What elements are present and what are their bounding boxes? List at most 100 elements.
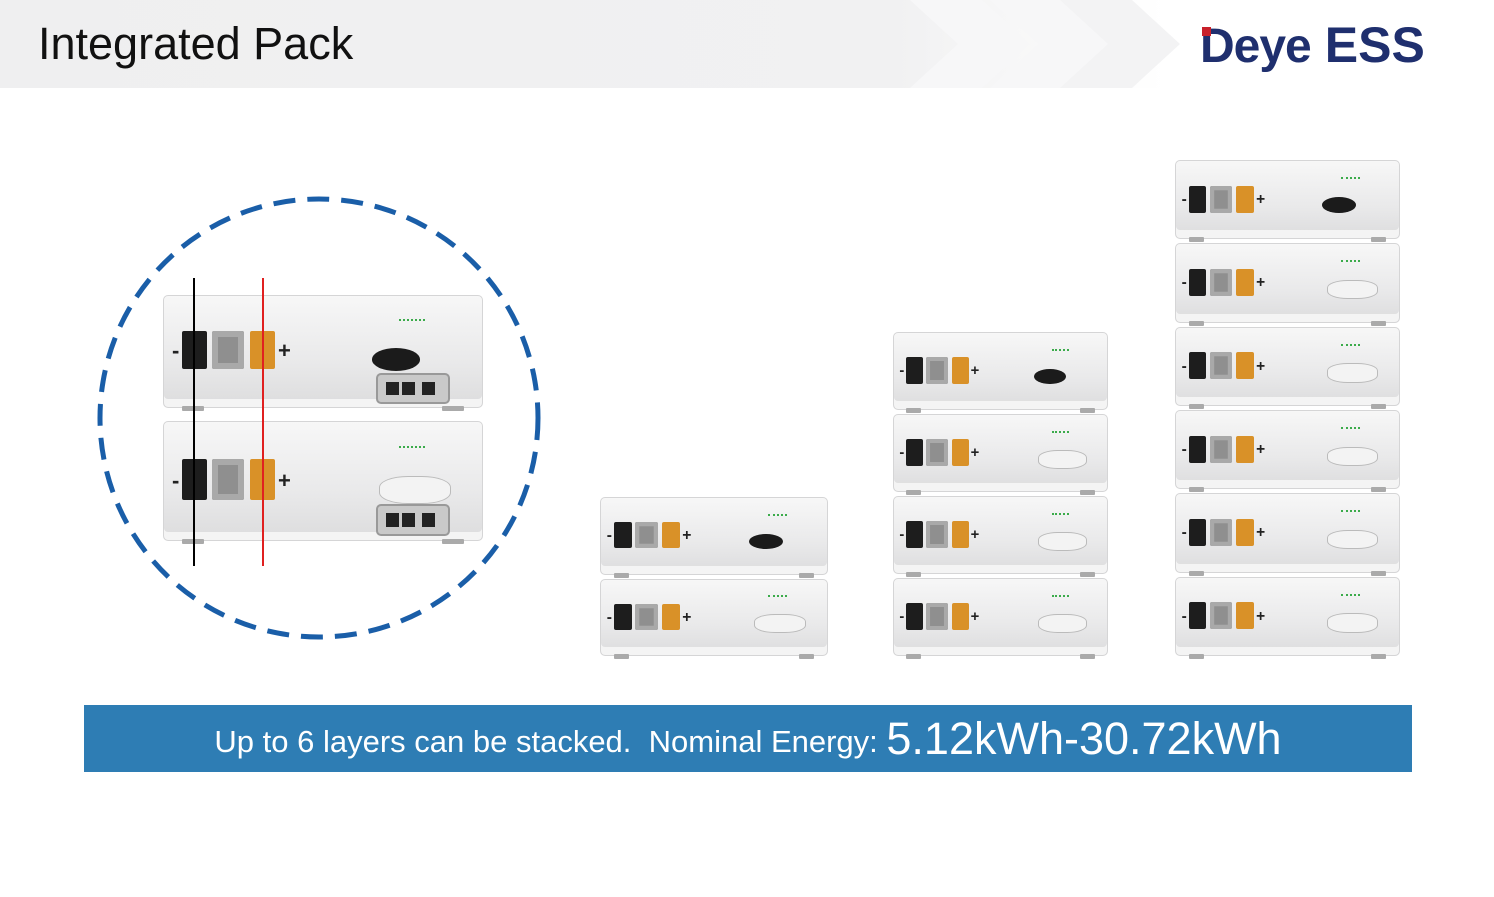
- module-foot: [798, 572, 815, 578]
- negative-label: -: [1181, 524, 1187, 542]
- negative-label: -: [899, 526, 905, 543]
- positive-terminal: [951, 439, 969, 466]
- battery-module: -+: [600, 578, 828, 659]
- module-foot: [613, 572, 630, 578]
- module-foot: [613, 654, 630, 659]
- module-foot: [906, 572, 921, 577]
- module-foot: [1188, 320, 1205, 326]
- communication-port: [926, 521, 948, 548]
- negative-terminal: [613, 603, 632, 630]
- module-foot: [906, 490, 921, 495]
- status-leds: [1341, 593, 1360, 598]
- positive-terminal: [1236, 352, 1255, 380]
- rs485-can-ports: [376, 372, 450, 404]
- communication-port: [926, 357, 948, 384]
- positive-terminal: [1236, 268, 1255, 296]
- module-foot: [442, 406, 464, 411]
- status-leds: [1341, 343, 1360, 348]
- positive-label: +: [970, 526, 980, 543]
- negative-label: -: [899, 362, 905, 379]
- negative-wire: [193, 278, 195, 566]
- positive-terminal: [1236, 602, 1255, 630]
- communication-port: [1209, 602, 1233, 630]
- communication-port: [635, 603, 658, 630]
- negative-terminal: [906, 439, 923, 466]
- positive-terminal: [951, 521, 969, 548]
- cover-plate: [1327, 363, 1379, 383]
- banner-text: Up to 6 layers can be stacked. Nominal E…: [214, 723, 887, 759]
- module-foot: [1370, 570, 1387, 576]
- negative-label: -: [172, 467, 180, 493]
- power-button: [1322, 197, 1356, 214]
- positive-terminal: [662, 522, 681, 549]
- logo-brand: Deye: [1200, 20, 1312, 73]
- module-foot: [1080, 408, 1095, 413]
- module-foot: [1370, 320, 1387, 326]
- port-socket: [386, 381, 399, 396]
- module-foot: [1188, 403, 1205, 409]
- battery-module: -+: [1175, 160, 1400, 243]
- positive-label: +: [1256, 441, 1266, 459]
- positive-label: +: [1256, 274, 1266, 292]
- cover-plate: [1327, 530, 1379, 550]
- port-socket: [402, 381, 415, 396]
- port-socket: [422, 512, 435, 528]
- battery-module: -+: [163, 421, 483, 544]
- positive-label: +: [278, 467, 291, 493]
- battery-module: -+: [893, 496, 1108, 577]
- battery-module: -+: [1175, 243, 1400, 326]
- cover-plate: [1327, 446, 1379, 467]
- module-foot: [1188, 487, 1205, 493]
- positive-label: +: [970, 608, 980, 625]
- negative-terminal: [1188, 185, 1207, 213]
- negative-label: -: [899, 444, 905, 461]
- negative-label: -: [899, 608, 905, 625]
- status-leds: [1051, 512, 1070, 517]
- battery-module: -+: [1175, 410, 1400, 493]
- battery-module: -+: [600, 497, 828, 578]
- module-foot: [906, 408, 921, 413]
- positive-label: +: [682, 608, 692, 626]
- status-leds: [1051, 348, 1070, 353]
- battery-module: -+: [1175, 326, 1400, 409]
- cover-plate: [1038, 450, 1088, 470]
- communication-port: [1209, 352, 1233, 380]
- communication-port: [926, 439, 948, 466]
- status-leds: [399, 446, 425, 450]
- module-foot: [1370, 653, 1387, 659]
- negative-label: -: [1181, 607, 1187, 625]
- positive-label: +: [1256, 607, 1266, 625]
- battery-module: -+: [1175, 493, 1400, 576]
- negative-terminal: [906, 357, 923, 384]
- module-foot: [1370, 487, 1387, 493]
- battery-module: -+: [163, 295, 483, 411]
- deye-ess-logo: Deye ESS: [1200, 17, 1425, 74]
- power-button: [749, 533, 784, 550]
- capacity-banner: Up to 6 layers can be stacked. Nominal E…: [84, 705, 1412, 772]
- negative-terminal: [1188, 435, 1207, 463]
- negative-terminal: [1188, 518, 1207, 546]
- negative-terminal: [1188, 602, 1207, 630]
- communication-port: [1209, 435, 1233, 463]
- logo-product: ESS: [1324, 17, 1425, 73]
- port-socket: [422, 381, 435, 396]
- rs485-can-ports: [376, 503, 450, 537]
- positive-label: +: [970, 444, 980, 461]
- port-socket: [386, 512, 399, 528]
- status-leds: [399, 318, 425, 323]
- positive-label: +: [970, 362, 980, 379]
- power-button: [1033, 368, 1066, 385]
- page-title: Integrated Pack: [38, 18, 354, 69]
- cover-plate: [1327, 280, 1379, 300]
- negative-terminal: [1188, 268, 1207, 296]
- module-foot: [1080, 654, 1095, 659]
- status-leds: [1051, 594, 1070, 599]
- module-foot: [1370, 237, 1387, 243]
- positive-label: +: [682, 527, 692, 545]
- module-foot: [1370, 403, 1387, 409]
- status-leds: [1341, 510, 1360, 514]
- status-leds: [768, 595, 787, 599]
- port-socket: [402, 512, 415, 528]
- negative-terminal: [906, 603, 923, 630]
- negative-terminal: [613, 522, 632, 549]
